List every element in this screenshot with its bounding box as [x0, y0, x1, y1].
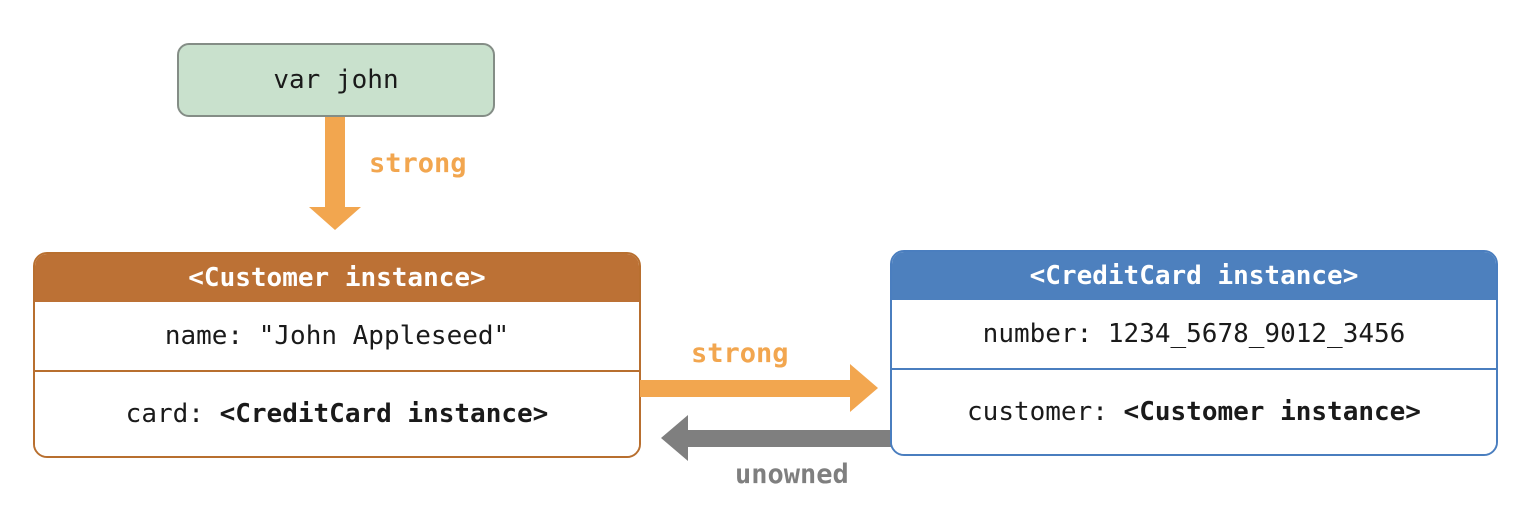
strong-arrow-right-shaft — [640, 380, 851, 397]
var-john-box: var john — [177, 43, 495, 117]
strong-label-top: strong — [369, 148, 467, 179]
customer-name-value: "John Appleseed" — [258, 321, 510, 351]
customer-card-value: <CreditCard instance> — [219, 399, 549, 429]
unowned-arrow-left-shaft — [688, 430, 893, 447]
strong-label-middle: strong — [691, 338, 789, 369]
strong-arrow-right-head — [850, 364, 878, 412]
customer-card-label: card: — [125, 399, 204, 429]
customer-instance-box: <Customer instance> name: "John Applesee… — [33, 252, 641, 458]
creditcard-customer-label: customer: — [967, 397, 1108, 427]
unowned-label: unowned — [735, 459, 849, 490]
unowned-arrow-left-head — [661, 415, 688, 461]
creditcard-customer-value: <Customer instance> — [1123, 397, 1421, 427]
customer-card-row: card: <CreditCard instance> — [35, 372, 639, 456]
creditcard-number-row: number: 1234_5678_9012_3456 — [892, 300, 1496, 370]
creditcard-number-value: 1234_5678_9012_3456 — [1107, 319, 1406, 349]
creditcard-box-header: <CreditCard instance> — [892, 252, 1496, 300]
strong-arrow-down-head — [309, 207, 361, 230]
customer-name-label: name: — [164, 321, 244, 351]
creditcard-number-label: number: — [982, 319, 1093, 349]
customer-box-header: <Customer instance> — [35, 254, 639, 302]
strong-arrow-down-shaft — [325, 117, 345, 208]
creditcard-instance-box: <CreditCard instance> number: 1234_5678_… — [890, 250, 1498, 456]
creditcard-customer-row: customer: <Customer instance> — [892, 370, 1496, 454]
customer-name-row: name: "John Appleseed" — [35, 302, 639, 372]
var-john-label: var john — [273, 65, 399, 95]
